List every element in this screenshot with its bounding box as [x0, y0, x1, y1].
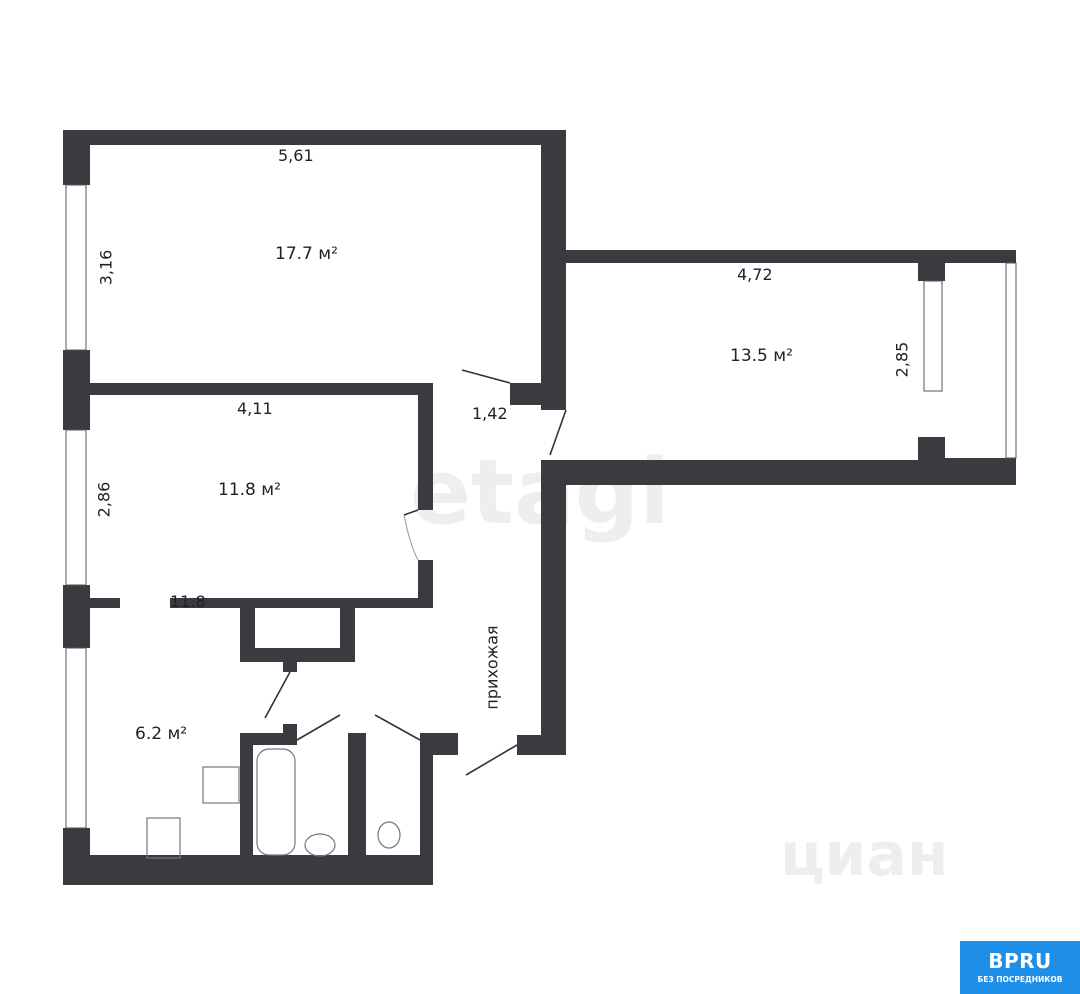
doors: [264, 369, 567, 776]
hall-label: прихожая: [482, 625, 502, 710]
sink-icon: [202, 766, 240, 804]
etagi-watermark: etagi: [410, 440, 671, 545]
washbasin-icon: [304, 833, 336, 857]
kitchen-area: 6.2 м²: [135, 724, 188, 744]
room2-depth: 2,85: [892, 341, 912, 378]
room2-width: 4,72: [737, 265, 773, 284]
room3-depth: 2,86: [94, 481, 114, 518]
room1-width: 5,61: [278, 146, 314, 165]
windows: [65, 184, 1017, 829]
hall-width: 1,42: [472, 404, 508, 423]
room3-area: 11.8 м²: [218, 480, 281, 500]
room2-area: 13.5 м²: [730, 346, 793, 366]
room3-width: 4,11: [237, 399, 273, 418]
bathtub-icon: [256, 748, 296, 856]
toilet-icon: [377, 821, 401, 849]
walls: [63, 130, 1016, 885]
logo-brand: BPRU: [988, 949, 1052, 973]
stove-icon: [146, 817, 181, 859]
cian-watermark: циан: [780, 820, 949, 890]
bpru-logo: BPRU БЕЗ ПОСРЕДНИКОВ: [960, 941, 1080, 994]
room3-extra-label: 11.8: [170, 592, 206, 611]
fixtures: [146, 748, 401, 859]
logo-tagline: БЕЗ ПОСРЕДНИКОВ: [977, 975, 1063, 984]
room1-depth: 3,16: [96, 249, 116, 286]
room1-area: 17.7 м²: [275, 244, 338, 264]
